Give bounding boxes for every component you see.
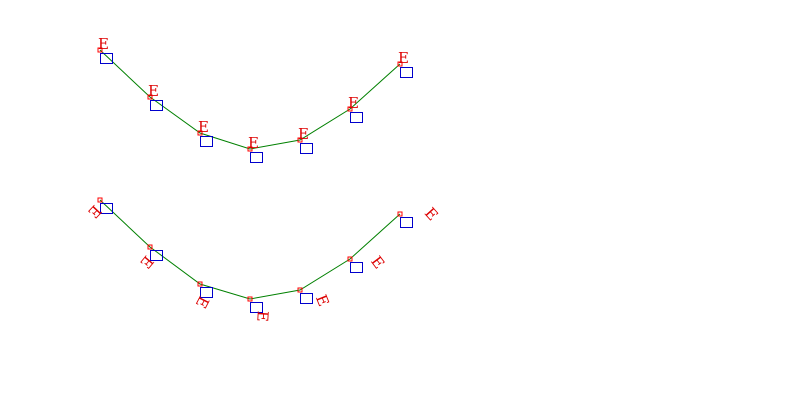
curve-rotated-box-6 (400, 217, 413, 228)
curve-upright-box-3 (250, 152, 263, 163)
curve-upright-vertex-2 (197, 130, 203, 136)
curve-rotated-glyph-4: E (312, 292, 333, 309)
curve-upright-glyph-0: E (98, 35, 109, 53)
curve-upright-vertex-6 (397, 61, 403, 67)
polyline-layer (99, 49, 401, 300)
curve-rotated-line (99, 199, 401, 300)
curve-rotated-vertex-3 (247, 296, 253, 302)
curve-upright-vertex-0 (97, 47, 103, 53)
curve-rotated-vertex-5 (347, 256, 353, 262)
curve-upright-glyph-6: E (398, 49, 409, 67)
curve-upright-box-1 (150, 100, 163, 111)
curve-rotated-box-0 (100, 203, 113, 214)
curve-rotated-vertex-4 (297, 287, 303, 293)
curve-upright-glyph-4: E (298, 125, 309, 143)
curve-upright-box-6 (400, 67, 413, 78)
curve-rotated-box-5 (350, 262, 363, 273)
curve-rotated-vertex-6 (397, 211, 403, 217)
glyph-layer: E E E E E E E E E E E E E E (84, 35, 441, 322)
curve-rotated-box-2 (200, 287, 213, 298)
curve-rotated-box-3 (250, 302, 263, 313)
curve-upright-vertex-5 (347, 106, 353, 112)
curve-rotated-glyph-5: E (367, 253, 388, 273)
curve-rotated-glyph-3: E (253, 310, 272, 322)
box-layer (100, 53, 413, 313)
curve-upright-vertex-4 (297, 137, 303, 143)
curve-rotated-vertex-0 (97, 197, 103, 203)
curve-upright-glyph-1: E (148, 82, 159, 100)
curve-rotated-glyph-2: E (192, 293, 213, 311)
curve-rotated-glyph-6: E (421, 204, 442, 224)
curve-upright-box-0 (100, 53, 113, 64)
curve-upright-box-5 (350, 112, 363, 123)
curve-rotated-vertex-2 (197, 281, 203, 287)
curve-rotated-box-4 (300, 293, 313, 304)
curve-upright-glyph-3: E (248, 134, 259, 152)
marker-layer (97, 47, 403, 302)
curve-rotated-glyph-1: E (136, 252, 157, 272)
curve-upright-glyph-2: E (198, 118, 209, 136)
curve-rotated-glyph-0: E (84, 201, 105, 221)
curve-upright-box-4 (300, 143, 313, 154)
curve-upright-vertex-3 (247, 146, 253, 152)
curve-upright-box-2 (200, 136, 213, 147)
curve-upright-glyph-5: E (348, 94, 359, 112)
curve-rotated-vertex-1 (147, 244, 153, 250)
curve-upright-vertex-1 (147, 94, 153, 100)
curve-upright-line (99, 49, 401, 150)
curve-rotated-box-1 (150, 250, 163, 261)
